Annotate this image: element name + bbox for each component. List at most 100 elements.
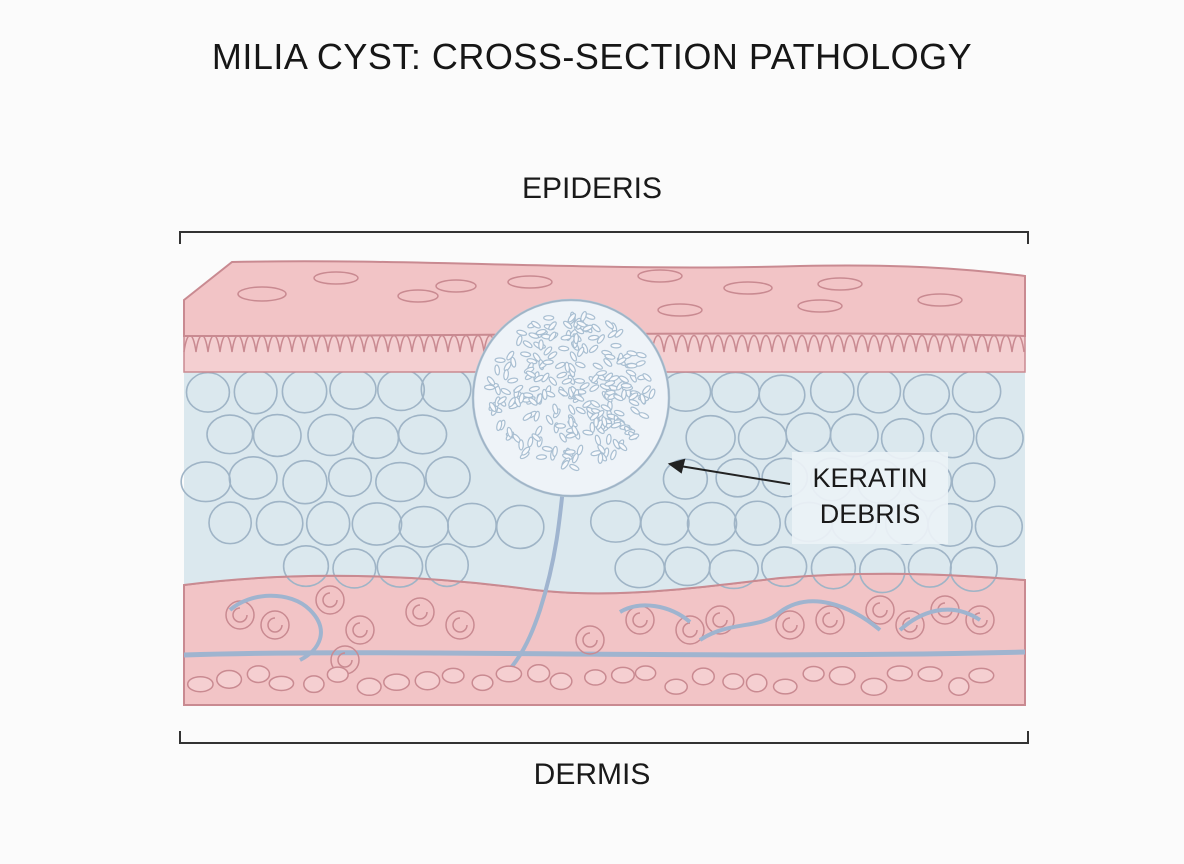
keratin-flake [573,333,580,345]
epidermal-cell [810,546,857,590]
dermal-round-cell [549,672,573,691]
keratin-flake [626,350,638,357]
keratin-flake [579,382,590,390]
keratin-flake [590,400,601,408]
keratin-flake [604,353,616,360]
dermal-swirl [965,605,995,635]
keratin-flake [600,404,611,412]
keratin-flake [642,373,652,382]
keratin-flake [580,310,587,322]
dermal-round-cell [745,673,768,693]
keratin-flake [554,423,567,429]
keratin-flake [503,369,509,381]
dermal-swirl [895,610,925,640]
keratin-flake [618,442,628,452]
keratin-flake [507,377,519,384]
keratin-flake [496,420,503,432]
dermal-round-cell [246,665,271,684]
keratin-flake [560,334,572,341]
dermal-swirl [815,605,845,635]
keratin-flake [516,329,528,336]
dermal-round-cell [414,671,441,691]
keratin-flake [604,320,615,330]
keratin-flake [628,392,639,401]
keratin-flake [528,332,540,339]
epidermal-cell [715,458,761,498]
keratin-flake [543,346,553,356]
dermal-round-cell [917,666,943,683]
keratin-flake [590,450,602,457]
epidermal-cell [332,548,377,589]
keratin-flake [541,388,548,401]
epidermal-cell [255,500,304,546]
keratin-flake [518,439,524,451]
dermal-round-cell [610,666,635,684]
dermal-swirl-core [682,622,698,638]
epidermal-cell [949,546,998,593]
keratin-flake [573,378,586,384]
dermal-swirl [705,605,735,635]
epidermal-cell [228,456,278,500]
keratin-flake [555,361,566,369]
dermal-swirl [260,610,290,640]
dermal-round-cell [526,664,551,683]
keratin-flake [603,358,613,367]
dermis-band [183,649,1026,658]
epidermal-cell [397,414,448,455]
dermal-round-cell [583,669,607,686]
dermal-swirl-core [267,617,283,633]
keratin-flake [574,361,586,369]
keratin-flake [548,331,557,342]
keratin-flake [525,370,537,378]
keratin-flake [535,328,547,336]
dermal-swirl-core [712,612,728,628]
keratin-flake [536,393,543,405]
dermal-round-cell [303,675,325,694]
keratin-flake [545,414,554,425]
epidermal-cell [640,501,690,546]
keratin-flake [595,370,608,377]
keratin-flake [610,421,622,429]
dermal-round-cell [886,665,914,682]
epidermal-cell [685,414,736,461]
dermal-swirl-core [322,592,338,608]
keratin-flake [568,362,576,373]
keratin-flake [608,375,620,382]
keratin-flake [588,344,599,354]
epidermal-cell [351,502,403,546]
dermal-round-cell [441,667,465,684]
diagram-title: MILIA CYST: CROSS-SECTION PATHOLOGY [211,36,973,77]
epidermal-cell [858,548,906,594]
callout-line-1: KERATIN [812,463,928,493]
keratin-flake [596,334,605,344]
dermal-round-cell [356,677,382,697]
dermal-round-cell [722,673,745,690]
keratin-flake [639,393,646,405]
dermis-label: DERMIS [533,758,651,791]
dermal-round-cell [691,667,715,686]
epidermal-cell [662,458,709,500]
keratin-flake [533,410,540,422]
epidermal-cell [208,501,253,545]
dermal-swirl-core [232,607,248,623]
keratin-flake [589,412,600,421]
dermal-cells [186,664,995,697]
dermal-swirl-core [872,602,888,618]
dermal-round-cell [268,675,295,692]
keratin-flake [533,374,545,383]
keratin-flake [589,384,600,392]
keratin-flake [531,433,541,442]
keratin-flake [587,334,600,341]
epidermal-cell [327,457,373,498]
keratin-flake [648,388,656,400]
keratin-flake [497,396,507,405]
epidermal-cell [758,374,806,416]
keratin-flake [574,394,585,402]
keratin-flake [626,362,638,369]
dermal-round-cell [772,678,798,695]
dermal-round-cell [968,667,995,684]
epidermal-cell [206,414,254,455]
keratin-flake [548,321,557,331]
keratin-flake [494,364,501,376]
epidermal-cell [708,549,759,590]
